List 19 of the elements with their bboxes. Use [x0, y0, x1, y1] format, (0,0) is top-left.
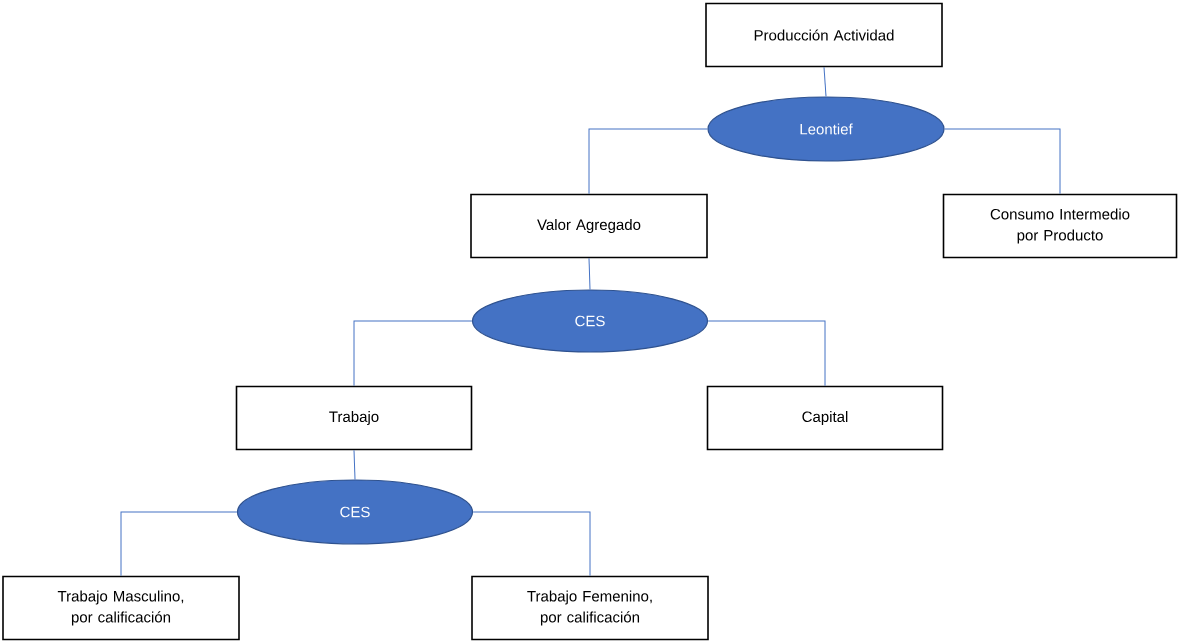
connector-line [944, 128, 1061, 195]
ellipse-node: Leontief [707, 96, 945, 162]
connector-line [588, 257, 591, 290]
ellipse-node: CES [236, 479, 474, 545]
process-box: Capital [706, 385, 944, 451]
connector-line [353, 320, 473, 387]
ellipse-node: CES [471, 289, 709, 353]
connector-line [353, 449, 356, 480]
process-box: Consumo Intermedio por Producto [942, 193, 1178, 259]
connector-line [823, 66, 827, 97]
process-box: Producción Actividad [705, 2, 943, 68]
process-box: Trabajo Masculino, por calificación [2, 575, 240, 641]
connector-line [472, 511, 591, 577]
process-box: Trabajo [235, 385, 473, 451]
process-box: Valor Agregado [470, 193, 708, 259]
connector-line [707, 320, 826, 387]
connector-line [588, 128, 708, 195]
process-box: Trabajo Femenino, por calificación [471, 575, 709, 641]
connector-line [120, 511, 238, 577]
